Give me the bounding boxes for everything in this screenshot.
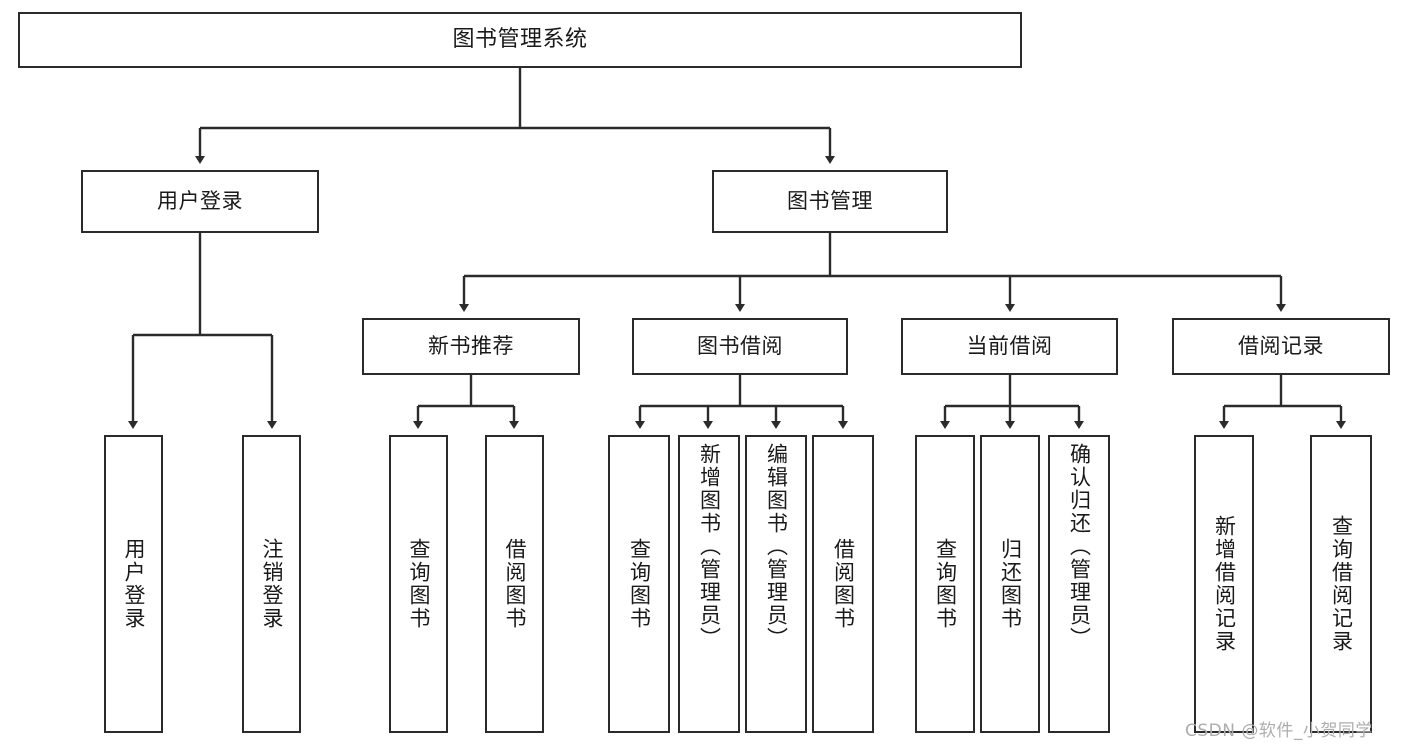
node-label: 当前借阅: [966, 334, 1053, 359]
node-label: 图书借阅: [697, 334, 783, 359]
node-label: 用户登录: [121, 538, 146, 630]
node-user-login[interactable]: 用户登录: [81, 170, 319, 233]
leaf-current-borrow-return[interactable]: 归还图书: [980, 435, 1040, 733]
leaf-user-login-signin[interactable]: 用户登录: [104, 435, 163, 733]
leaf-borrow-record-add[interactable]: 新增借阅记录: [1194, 435, 1254, 733]
node-label: 新增图书（管理员）: [697, 443, 722, 650]
leaf-new-book-query[interactable]: 查询图书: [389, 435, 448, 733]
node-label: 借阅图书: [831, 538, 856, 630]
node-label: 查询图书: [406, 538, 431, 630]
leaf-book-borrow-query[interactable]: 查询图书: [608, 435, 670, 733]
node-label: 查询图书: [627, 538, 652, 630]
csdn-watermark: CSDN @软件_小贺同学: [1185, 721, 1373, 741]
node-label: 用户登录: [157, 189, 243, 214]
node-label: 图书管理: [787, 189, 873, 214]
node-label: 注销登录: [259, 538, 284, 630]
node-label: 编辑图书（管理员）: [764, 443, 789, 650]
node-new-book-recommend[interactable]: 新书推荐: [362, 318, 580, 375]
node-label: 新增借阅记录: [1212, 515, 1237, 653]
node-book-management[interactable]: 图书管理: [712, 170, 948, 233]
node-label: 图书管理系统: [452, 26, 588, 52]
leaf-new-book-borrow[interactable]: 借阅图书: [485, 435, 544, 733]
leaf-book-borrow-edit[interactable]: 编辑图书（管理员）: [745, 435, 807, 733]
leaf-current-borrow-confirm-return[interactable]: 确认归还（管理员）: [1048, 435, 1110, 733]
leaf-user-login-signout[interactable]: 注销登录: [242, 435, 301, 733]
node-label: 新书推荐: [428, 334, 514, 359]
leaf-borrow-record-query[interactable]: 查询借阅记录: [1310, 435, 1372, 733]
leaf-current-borrow-query[interactable]: 查询图书: [915, 435, 975, 733]
leaf-book-borrow-lend[interactable]: 借阅图书: [812, 435, 874, 733]
node-label: 借阅图书: [502, 538, 527, 630]
node-label: 查询图书: [933, 538, 958, 630]
node-label: 查询借阅记录: [1329, 515, 1354, 653]
node-book-borrow[interactable]: 图书借阅: [632, 318, 848, 375]
leaf-book-borrow-add[interactable]: 新增图书（管理员）: [678, 435, 740, 733]
node-current-borrow[interactable]: 当前借阅: [901, 318, 1118, 375]
node-borrow-record[interactable]: 借阅记录: [1172, 318, 1390, 375]
node-label: 确认归还（管理员）: [1067, 443, 1092, 650]
node-label: 借阅记录: [1238, 334, 1324, 359]
node-root-system[interactable]: 图书管理系统: [18, 12, 1022, 68]
node-label: 归还图书: [998, 538, 1023, 630]
